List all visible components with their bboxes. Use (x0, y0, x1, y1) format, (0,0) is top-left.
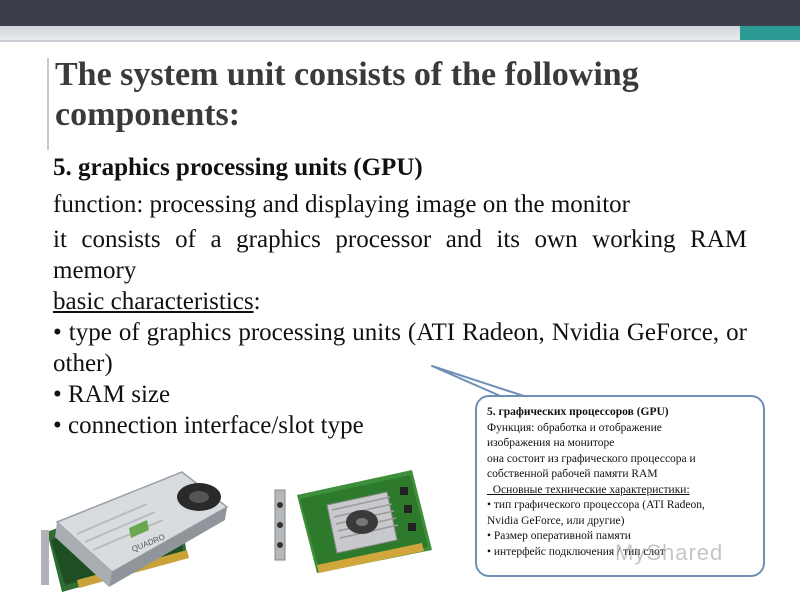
graphics-card-image-1: QUADRO (41, 471, 229, 592)
callout-heading: 5. графических процессоров (GPU) (487, 406, 669, 418)
callout-line: Функция: обработка и отображение (487, 421, 662, 434)
callout-line: • Размер оперативной памяти (487, 530, 631, 542)
accent-teal-block (740, 26, 800, 40)
basic-characteristics-line: basic characteristics: (53, 286, 747, 317)
accent-line (0, 40, 800, 42)
watermark: MyShared (615, 540, 724, 565)
bullet-item: • RAM size (53, 381, 171, 408)
section-heading: 5. graphics processing units (GPU) (53, 154, 423, 181)
function-line: function: processing and displaying imag… (53, 191, 630, 218)
top-bar (0, 0, 800, 26)
callout-line: _Основные технические характеристики: (487, 483, 690, 496)
callout-line: изображения на мониторе (487, 437, 615, 449)
bullet-item: • connection interface/slot type (53, 412, 364, 439)
basic-colon: : (253, 288, 261, 315)
basic-label: basic characteristics (53, 288, 254, 315)
slide-body: 5. graphics processing units (GPU) funct… (53, 152, 747, 441)
bullet-item: • type of graphics processing units (ATI… (53, 319, 747, 377)
callout-line: она состоит из графического процессора и (487, 452, 696, 465)
callout-line: собственной рабочей памяти RAM (487, 468, 658, 480)
translation-callout: 5. графических процессоров (GPU) Функция… (475, 395, 765, 577)
callout-line: • интерфейс подключения / тип слот (487, 545, 665, 558)
slide-title: The system unit consists of the followin… (55, 56, 639, 133)
graphics-card-image-2 (274, 470, 432, 573)
callout-line: Nvidia GeForce, или другие) (487, 514, 625, 527)
title-rule (47, 58, 49, 150)
accent-band (0, 26, 800, 40)
consists-line: it consists of a graphics processor and … (53, 226, 747, 284)
callout-line: • тип графического процессора (ATI Radeo… (487, 499, 705, 511)
